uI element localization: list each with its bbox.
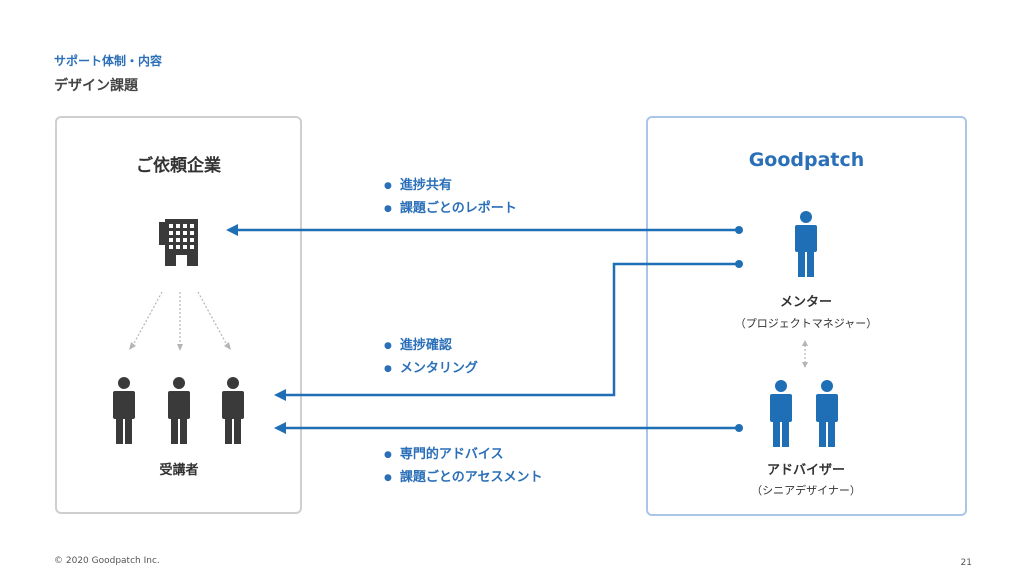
person-icon	[222, 377, 244, 444]
flow-middle-item: メンタリング	[384, 358, 478, 381]
mentor-adviser-link	[802, 340, 808, 368]
mentor-group	[795, 211, 817, 277]
mentor-sublabel: （プロジェクトマネジャー）	[734, 317, 878, 330]
flow-bottom-list: 専門的アドバイス 課題ごとのアセスメント	[384, 444, 543, 490]
flow-top-list: 進捗共有 課題ごとのレポート	[384, 175, 517, 221]
flow-middle-item: 進捗確認	[384, 335, 478, 358]
goodpatch-box	[646, 116, 967, 516]
page-title: デザイン課題	[54, 78, 138, 94]
mentor-label: メンター	[779, 295, 832, 310]
adviser-group	[770, 380, 838, 447]
flow-middle-list: 進捗確認 メンタリング	[384, 335, 478, 381]
person-icon	[816, 380, 838, 447]
client-title: ご依頼企業	[136, 156, 221, 176]
page-number: 21	[960, 558, 972, 568]
arrowhead-middle	[274, 389, 286, 401]
org-tree-lines	[132, 291, 228, 346]
trainees-group	[113, 377, 244, 444]
person-icon	[113, 377, 135, 444]
arrowhead-bottom	[274, 422, 286, 434]
copyright: © 2020 Goodpatch Inc.	[54, 556, 160, 566]
adviser-label: アドバイザー	[766, 463, 845, 478]
person-icon	[168, 377, 190, 444]
adviser-sublabel: （シニアデザイナー）	[751, 484, 861, 497]
arrowhead-top	[226, 224, 238, 236]
section-subtitle: サポート体制・内容	[54, 54, 163, 68]
client-box	[55, 116, 302, 514]
flow-top-item: 進捗共有	[384, 175, 517, 198]
goodpatch-title: Goodpatch	[748, 149, 865, 171]
building-icon	[159, 219, 198, 266]
flow-bottom-item: 課題ごとのアセスメント	[384, 467, 543, 490]
person-icon	[795, 211, 817, 277]
person-icon	[770, 380, 792, 447]
flow-top-item: 課題ごとのレポート	[384, 198, 517, 221]
flow-line-middle	[284, 262, 738, 397]
flow-bottom-item: 専門的アドバイス	[384, 444, 542, 467]
trainees-label: 受講者	[159, 463, 199, 478]
